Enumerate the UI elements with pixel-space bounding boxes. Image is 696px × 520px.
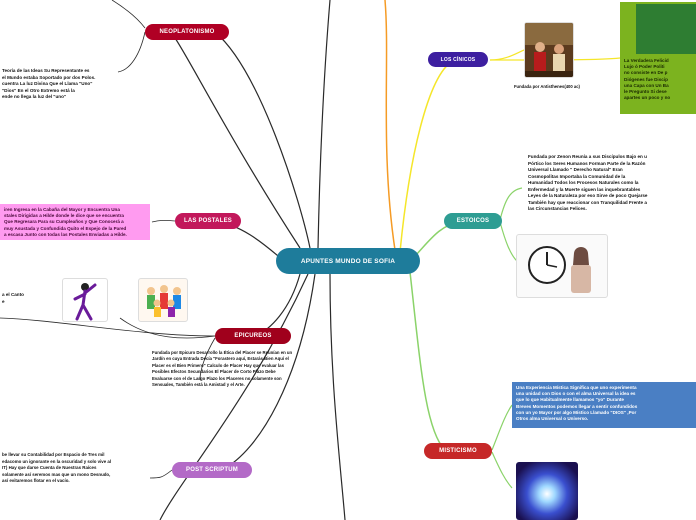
clock-image	[516, 234, 608, 298]
misticismo-line: Una Experiencia Mística Significa que un…	[516, 385, 637, 390]
cinicos-box-line: le Pregunto Si dese	[624, 89, 667, 95]
epicureos-line: Fundada por Epicuro Desarrollo la Ética …	[152, 350, 293, 355]
topic-estoicos[interactable]: ESTOICOS	[444, 213, 502, 229]
epicureos-line: Jardín en cuya Entrada Decía "Forastero …	[152, 356, 289, 362]
epicureos-side-line: e	[2, 298, 5, 304]
estoicos-line: Pórtico los Seres Humanos Forman Parte d…	[528, 160, 646, 166]
post-scriptum-line: solamente así seremos mas que un mono De…	[2, 471, 111, 477]
post-scriptum-line: be llevar su Contabilidad por Espacio de…	[2, 452, 105, 457]
neoplatonismo-line: el Mundo estaba Soportado por dos Polos.	[2, 74, 96, 80]
sub-misticismo-a	[491, 404, 513, 451]
misticismo-line: Breves Momentos podemos llegar a sentir …	[516, 403, 638, 409]
sub-post-scriptum	[149, 469, 173, 479]
post-scriptum-line: así evitaremos flotar en el vacío.	[2, 478, 70, 484]
epicureos-line: Posibles Efectos Secundarios El Placer d…	[152, 369, 276, 375]
epicureos-side-text: a el Canto e	[2, 292, 52, 305]
dancer-image	[62, 278, 108, 322]
misticismo-line: con un yo Mayor por algo Místico Llamado…	[516, 409, 637, 415]
painting-image	[524, 22, 574, 78]
topic-neoplatonismo[interactable]: NEOPLATONISMO	[145, 24, 229, 40]
neoplatonismo-text: Teoría de las Ideas Su Representante es …	[2, 68, 132, 101]
cinicos-box-line: Diógenes fue Discip	[624, 76, 668, 82]
epicureos-text: Fundada por Epicuro Desarrollo la Ética …	[152, 350, 322, 388]
group-image	[138, 278, 188, 322]
post-scriptum-text: be llevar su Contabilidad por Espacio de…	[2, 452, 152, 485]
sub-postales	[151, 219, 176, 223]
topic-postales[interactable]: LAS POSTALES	[175, 213, 241, 229]
misticismo-box: Una Experiencia Mística Significa que un…	[512, 382, 696, 428]
postales-line: muy Asustada y Confundida Quito el Espej…	[4, 225, 127, 231]
topic-cinicos[interactable]: LOS CÍNICOS	[428, 52, 488, 67]
estoicos-line: Universal Llamado " Derecho Natural" Era…	[528, 167, 623, 172]
sub-epicureos-c	[199, 337, 216, 381]
sub-neoplatonismo	[117, 31, 146, 73]
misticismo-line: Otros alma Universal o Universo.	[516, 416, 589, 422]
central-node[interactable]: APUNTES MUNDO DE SOFIA	[276, 248, 420, 274]
neoplatonismo-line: ende no llega la luz del "uno"	[2, 94, 67, 100]
sub-estoicos-a	[499, 187, 523, 221]
postales-line: a escasa Junto con todas las Postales En…	[4, 231, 127, 237]
misticismo-line: una unidad con Dios o con el alma Univer…	[516, 391, 636, 397]
epicureos-side-line: a el Canto	[2, 292, 24, 297]
neoplatonismo-line: cuentra La luz Divina Que el Llama "Uno"	[2, 81, 93, 87]
estoicos-line: las Circunstancias Felices.	[528, 206, 587, 211]
branch-post-scriptum	[221, 273, 316, 471]
estoicos-text: Fundada por Zenon Reunía a sus Discípulo…	[528, 154, 696, 213]
branch-bottom-left	[159, 273, 309, 520]
cinicos-box-line: no consiste en De p	[624, 70, 668, 76]
sub-neoplatonismo-top	[111, 0, 146, 29]
epicureos-line: Sensuales, También está la Amistad y el …	[152, 382, 245, 388]
postales-line: stales Dirigidas a Hilde donde le dice q…	[4, 213, 124, 219]
branch-top-orange	[384, 0, 396, 251]
flower-image	[636, 4, 696, 54]
epicureos-line: Placer es el Bien Primero" Calculo de Pl…	[152, 362, 284, 368]
topic-epicureos[interactable]: EPICUREOS	[215, 328, 291, 344]
cinicos-box-line: una Capa con Un Ba	[624, 82, 669, 88]
cinicos-box-line: Lujo ó Poder Politi	[624, 64, 665, 70]
sub-epicureos-b	[119, 317, 216, 339]
cinicos-box: La Verdadera Felicid Lujo ó Poder Politi…	[620, 2, 696, 114]
sub-misticismo-b	[491, 451, 513, 489]
cinicos-caption: Fundada por Antisthenes(400 ac)	[514, 84, 580, 89]
neoplatonismo-line: "Dios" En el Otro Extremo está la	[2, 87, 75, 93]
branch-neoplatonismo	[214, 31, 311, 249]
cinicos-box-line: La Verdadera Felicid	[624, 58, 669, 63]
branch-top-left	[317, 0, 331, 249]
topic-misticismo[interactable]: MISTICISMO	[424, 443, 492, 459]
post-scriptum-line: edacomo un ignorante en la oscuridad y s…	[2, 458, 112, 464]
estoicos-line: Leyes de la Naturaleza por eso Sirve de …	[528, 193, 648, 198]
estoicos-line: Enfermedad y la Muerte siguen las inqueb…	[528, 186, 641, 192]
cinicos-box-line: apartes un poco y no	[624, 95, 671, 101]
sub-epicureos-a	[0, 317, 216, 337]
estoicos-line: También hay que reaccionar con Tranquili…	[528, 199, 647, 205]
estoicos-line: Fundada por Zenon Reunía a sus Discípulo…	[528, 154, 647, 159]
estoicos-line: Cosmopolitas Importaba la Comunidad de l…	[528, 173, 626, 179]
postales-line: Que Regresara Para su Cumpleaños y Que C…	[4, 219, 124, 225]
postales-line: iren Ingresa en la Cabaña del Mayor y En…	[4, 207, 120, 212]
estoicos-line: Humanidad Todos los Procesos Naturales c…	[528, 180, 639, 185]
branch-misticismo	[409, 271, 446, 451]
branch-bottom	[329, 273, 346, 520]
epicureos-line: Evaluarse con el de Largo Plazo los Plac…	[152, 375, 282, 381]
topic-post-scriptum[interactable]: POST SCRIPTUM	[172, 462, 252, 478]
postales-box: iren Ingresa en la Cabaña del Mayor y En…	[0, 204, 150, 240]
neoplatonismo-line: Teoría de las Ideas Su Representante es	[2, 68, 90, 73]
branch-neoplatonismo-lower	[174, 37, 301, 249]
post-scriptum-line: IT) Hay que darse Cuenta de Nuestras Raí…	[2, 465, 97, 471]
cosmic-image	[516, 462, 578, 520]
misticismo-line: que lo que Habitualmente llamamos "yo" D…	[516, 397, 624, 403]
